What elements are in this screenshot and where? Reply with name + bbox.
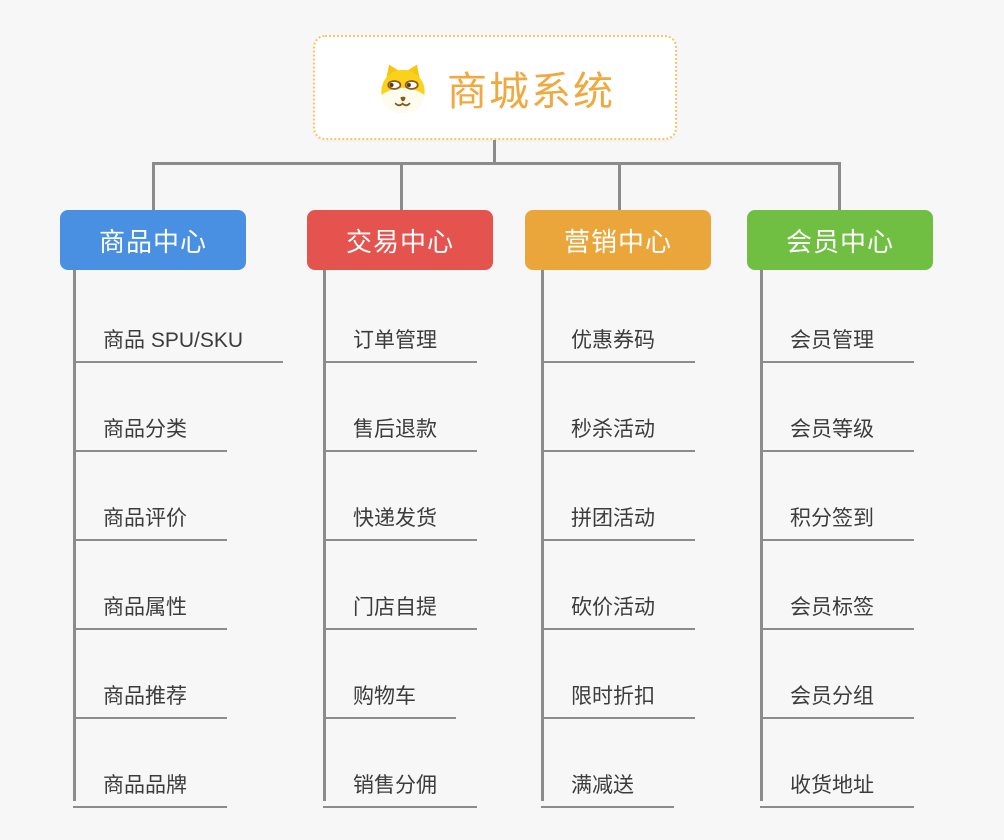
tree-item-points-checkin[interactable]: 积分签到 — [760, 488, 914, 541]
tree-item-shopping-cart[interactable]: 购物车 — [323, 666, 456, 719]
branch-trunk-marketing — [541, 270, 544, 801]
tree-item-member-management[interactable]: 会员管理 — [760, 310, 914, 363]
tree-item-coupon-code[interactable]: 优惠券码 — [541, 310, 695, 363]
connector-drop-product — [152, 162, 155, 210]
tree-item-shipping-address[interactable]: 收货地址 — [760, 755, 914, 808]
tree-item-member-group[interactable]: 会员分组 — [760, 666, 914, 719]
connector-drop-trade — [400, 162, 403, 210]
branch-trunk-product — [73, 270, 76, 801]
tree-item-flash-sale[interactable]: 秒杀活动 — [541, 399, 695, 452]
branch-header-trade-center[interactable]: 交易中心 — [307, 210, 493, 270]
tree-item-product-review[interactable]: 商品评价 — [73, 488, 227, 541]
tree-item-product-recommend[interactable]: 商品推荐 — [73, 666, 227, 719]
branch-header-product-center[interactable]: 商品中心 — [60, 210, 246, 270]
root-node[interactable]: 商城系统 — [313, 35, 677, 140]
branch-trunk-member — [760, 270, 763, 801]
connector-root-stem — [493, 140, 496, 165]
branch-header-marketing-center[interactable]: 营销中心 — [525, 210, 711, 270]
tree-item-aftersale-refund[interactable]: 售后退款 — [323, 399, 477, 452]
tree-item-sales-commission[interactable]: 销售分佣 — [323, 755, 477, 808]
connector-horizontal-bar — [152, 162, 841, 165]
branch-header-member-center[interactable]: 会员中心 — [747, 210, 933, 270]
tree-item-group-buy[interactable]: 拼团活动 — [541, 488, 695, 541]
branch-trunk-trade — [323, 270, 326, 801]
shiba-dog-icon — [381, 64, 425, 113]
tree-item-member-level[interactable]: 会员等级 — [760, 399, 914, 452]
tree-item-bargain-activity[interactable]: 砍价活动 — [541, 577, 695, 630]
tree-item-product-spu-sku[interactable]: 商品 SPU/SKU — [73, 310, 284, 363]
connector-drop-member — [838, 162, 841, 210]
connector-drop-marketing — [618, 162, 621, 210]
tree-item-product-attribute[interactable]: 商品属性 — [73, 577, 227, 630]
tree-item-order-management[interactable]: 订单管理 — [323, 310, 477, 363]
tree-item-store-pickup[interactable]: 门店自提 — [323, 577, 477, 630]
tree-item-express-delivery[interactable]: 快递发货 — [323, 488, 477, 541]
tree-item-product-category[interactable]: 商品分类 — [73, 399, 227, 452]
tree-item-member-tag[interactable]: 会员标签 — [760, 577, 914, 630]
root-title: 商城系统 — [447, 69, 615, 114]
tree-item-limited-discount[interactable]: 限时折扣 — [541, 666, 695, 719]
tree-item-product-brand[interactable]: 商品品牌 — [73, 755, 227, 808]
tree-item-full-reduction[interactable]: 满减送 — [541, 755, 674, 808]
